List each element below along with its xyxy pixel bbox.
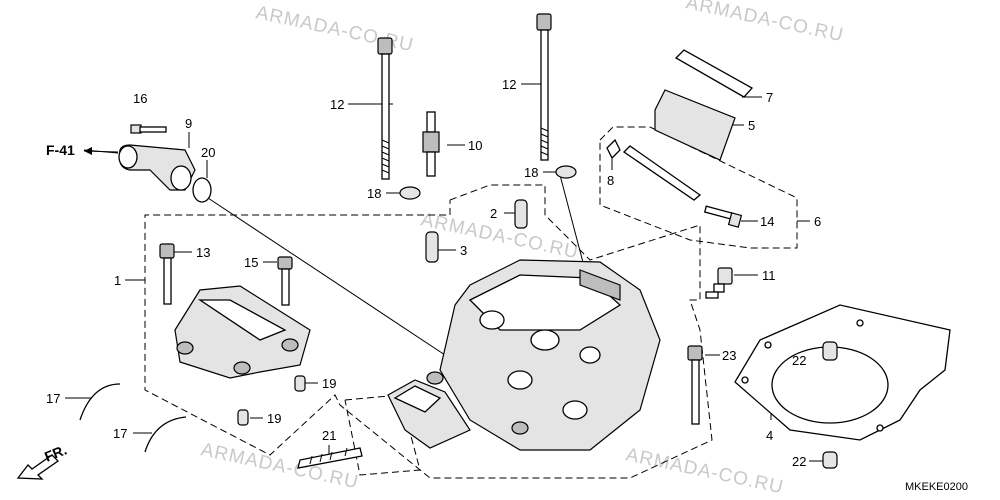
stud-21 [297,447,363,469]
callout-15: 15 [244,255,258,270]
spark-plug-10 [422,111,440,177]
callout-3: 3 [460,243,467,258]
watermark-bottom-right: ARMADA-CO.RU [624,444,786,498]
callout-10: 10 [468,138,482,153]
callout-16: 16 [133,91,147,106]
intake-port [387,379,471,449]
rod-8 [622,145,702,201]
spring-8 [606,138,621,160]
front-direction-arrow [16,454,60,480]
assembly-outlines [144,126,798,479]
callout-9: 9 [185,116,192,131]
reference-label: F-41 [46,142,75,158]
callout-17-lower: 17 [113,426,127,441]
callout-19-lower: 19 [267,411,281,426]
diagram-code: MKEKE0200 [905,481,968,493]
water-joint-9 [118,144,196,191]
watermark-top-right: ARMADA-CO.RU [684,0,846,46]
pin-7 [674,49,754,98]
clip-17-upper [79,383,121,421]
callout-8: 8 [607,173,614,188]
dowel-19-lower [237,409,249,426]
bolt-12-left [377,37,393,180]
callout-5: 5 [748,118,755,133]
watermark-center: ARMADA-CO.RU [419,209,581,263]
callout-23: 23 [722,348,736,363]
callout-1: 1 [114,273,121,288]
assembly-6-outline [599,126,798,249]
callout-6: 6 [814,214,821,229]
rocker-holder [174,285,311,379]
o-ring-20 [192,177,212,203]
bolt-14 [703,205,743,228]
clip-17-lower [144,416,187,453]
cylinder-head [426,259,661,451]
assembly-21-outline [344,394,421,476]
callout-13: 13 [196,245,210,260]
callout-2: 2 [490,206,497,221]
callout-21: 21 [322,428,336,443]
callout-labels: 1 2 3 4 5 6 7 8 9 10 11 12 12 13 14 15 1… [46,77,821,469]
callout-7: 7 [766,90,773,105]
bolt-23 [687,345,703,425]
watermark-bottom: ARMADA-CO.RU [199,439,361,493]
front-direction-label: FR. [42,441,69,464]
dowel-2 [514,199,528,229]
callout-20: 20 [201,145,215,160]
reference-arrow [83,147,119,155]
bolt-15 [277,256,293,306]
dowel-22-lower [822,451,838,469]
callout-22-upper: 22 [792,353,806,368]
dowel-19-upper [294,375,306,392]
callout-11: 11 [762,268,776,283]
bolt-13 [159,243,175,305]
dowel-22-upper [822,341,838,361]
head-gasket-4 [734,304,951,441]
callout-12-left: 12 [330,97,344,112]
callout-4: 4 [766,428,773,443]
washer-18-left [399,186,421,200]
callout-19-upper: 19 [322,376,336,391]
bolt-16 [130,124,167,134]
temp-sensor-11 [705,267,733,299]
callout-22-lower: 22 [792,454,806,469]
callout-12-right: 12 [502,77,516,92]
dowel-3 [425,231,439,263]
callout-18-right: 18 [524,165,538,180]
callout-14: 14 [760,214,774,229]
cover-5 [654,89,736,161]
callout-18-left: 18 [367,186,381,201]
bolt-12-right [536,13,552,161]
washer-18-right [555,165,577,179]
assembly-1-outline [144,184,713,479]
callout-17-upper: 17 [46,391,60,406]
